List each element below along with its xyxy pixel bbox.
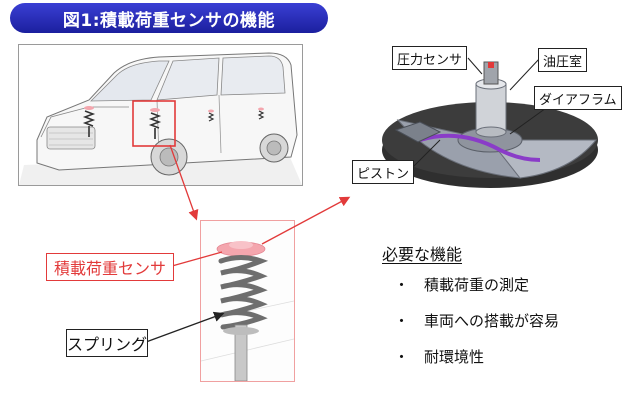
label-pressure-sensor: 圧力センサ (392, 46, 468, 70)
spring-rear-right (257, 107, 265, 120)
spring-detail-drawing (201, 241, 294, 381)
function-text: 積載荷重の測定 (424, 276, 530, 294)
car-illustration (18, 44, 303, 186)
label-diaphragm: ダイアフラム (534, 86, 622, 110)
sensor-leader-line (171, 251, 223, 267)
spring-front-left (82, 106, 96, 137)
spring-leader-line (145, 311, 225, 343)
car-drawing (19, 52, 302, 185)
function-item: ・ 車両への搭載が容易 (394, 310, 559, 331)
bullet: ・ (394, 276, 410, 294)
label-load-sensor: 積載荷重センサ (46, 253, 174, 281)
function-item: ・ 耐環境性 (394, 346, 484, 367)
label-spring: スプリング (66, 329, 148, 357)
spring-front-right (148, 108, 162, 139)
bullet: ・ (394, 312, 410, 330)
diaphragm-shape (419, 133, 541, 162)
figure-title: 図1:積載荷重センサの機能 (10, 3, 328, 33)
function-text: 車両への搭載が容易 (424, 312, 560, 330)
highlight-box (132, 100, 176, 147)
bullet: ・ (394, 348, 410, 366)
label-piston: ピストン (352, 160, 415, 184)
label-oil-chamber: 油圧室 (538, 48, 588, 72)
functions-heading: 必要な機能 (382, 245, 463, 264)
sensor-to-diagram-arrow (261, 196, 351, 245)
spring-detail (200, 220, 295, 382)
spring-rear-left (207, 109, 215, 122)
function-text: 耐環境性 (424, 348, 485, 366)
zoom-arrow (169, 144, 199, 221)
function-item: ・ 積載荷重の測定 (394, 274, 529, 295)
